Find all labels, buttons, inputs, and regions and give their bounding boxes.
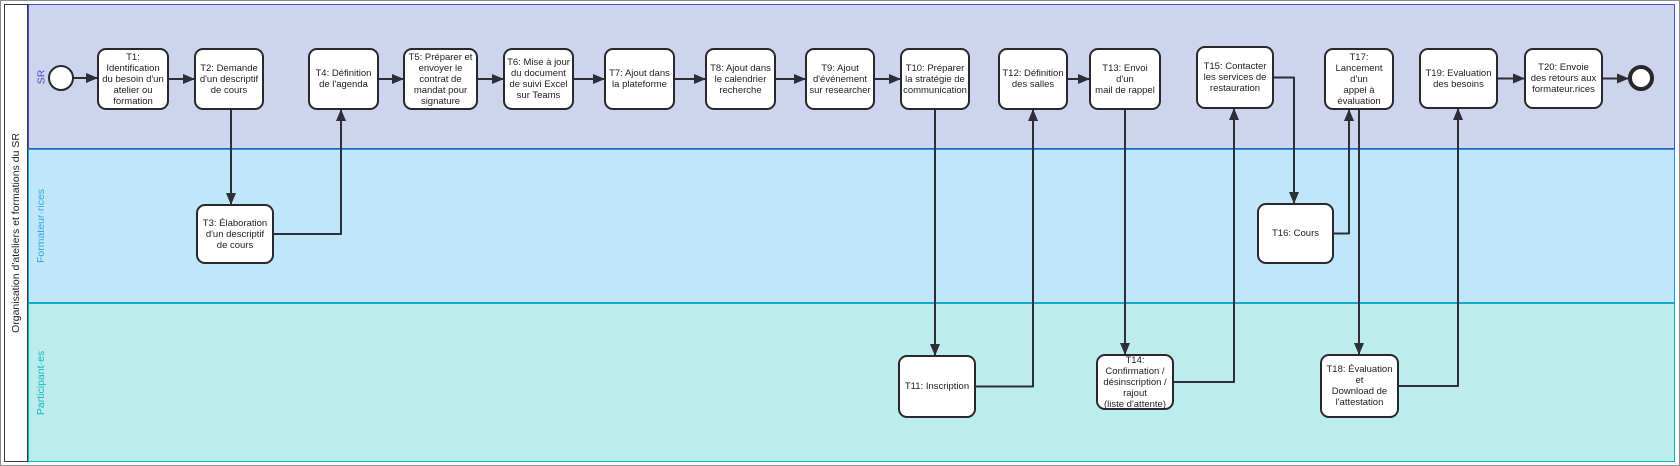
task-t20: T20: Envoie des retours aux formateur.ri… — [1524, 48, 1603, 109]
task-t1: T1: Identification du besoin d'un atelie… — [97, 48, 169, 110]
task-t19: T19: Evaluation des besoins — [1419, 48, 1498, 109]
lane-formateurs — [28, 149, 1675, 303]
task-t12: T12: Définition des salles — [998, 48, 1068, 110]
lane-participants — [28, 303, 1675, 462]
task-t14: T14: Confirmation / désinscription / raj… — [1096, 354, 1174, 410]
pool-label-strip: Organisation d'ateliers et formations du… — [4, 4, 28, 462]
task-t9: T9: Ajout d'événement sur researcher — [805, 48, 875, 110]
start-event — [48, 65, 74, 91]
task-t8: T8: Ajout dans le calendrier recherche — [705, 48, 776, 110]
task-t11: T11: Inscription — [898, 355, 976, 418]
task-t17: T17: Lancement d'un appel à évaluation — [1324, 48, 1394, 110]
task-t6: T6: Mise à jour du document de suivi Exc… — [503, 48, 574, 110]
task-t7: T7: Ajout dans la plateforme — [604, 48, 675, 110]
task-t18: T18: Évaluation et Download de l'attesta… — [1320, 354, 1399, 418]
task-t10: T10: Préparer la stratégie de communicat… — [900, 48, 970, 110]
task-t13: T13: Envoi d'un mail de rappel — [1089, 48, 1161, 110]
task-t16: T16: Cours — [1257, 203, 1334, 264]
task-t5: T5: Préparer et envoyer le contrat de ma… — [403, 48, 478, 110]
task-t2: T2: Demande d'un descriptif de cours — [194, 48, 264, 110]
pool-label: Organisation d'ateliers et formations du… — [10, 133, 23, 333]
task-t3: T3: Élaboration d'un descriptif de cours — [196, 204, 274, 264]
task-t15: T15: Contacter les services de restaurat… — [1196, 46, 1274, 109]
end-event — [1628, 65, 1654, 91]
task-t4: T4: Définition de l'agenda — [308, 48, 379, 110]
